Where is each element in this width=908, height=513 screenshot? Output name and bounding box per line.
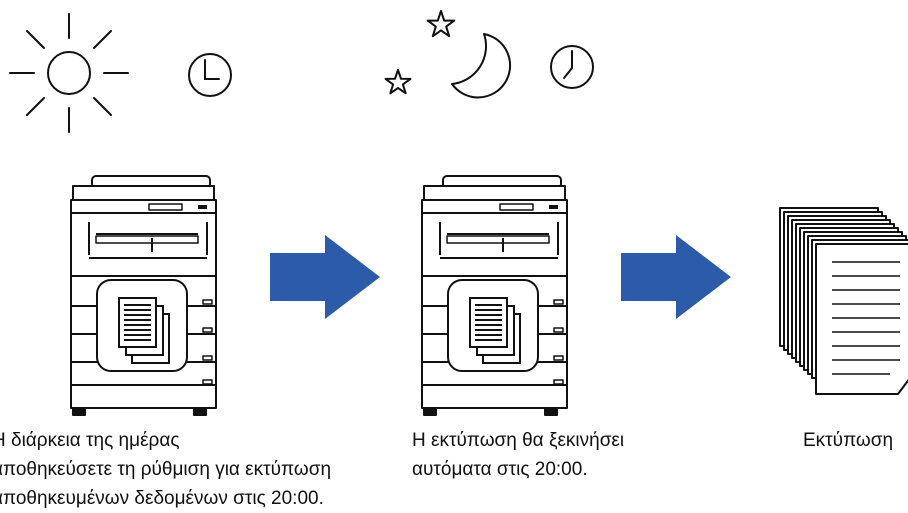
daytime-caption: Η διάρκεια της ημέρας αποθηκεύσετε τη ρύ… [0,426,331,513]
arrow-right-icon [270,235,380,319]
star-icon [384,69,412,95]
moon-icon [451,33,512,99]
arrow-right-icon [621,235,731,319]
sun-icon [9,13,129,133]
documents-icon [447,279,539,372]
automatic-caption: Η εκτύπωση θα ξεκινήσει αυτόματα στις 20… [412,426,624,484]
daytime-caption-line2: αποθηκεύσετε τη ρύθμιση για εκτύπωση [0,459,332,480]
result-caption: Εκτύπωση [803,426,893,455]
star-icon [426,10,456,38]
result-caption-line1: Εκτύπωση [803,430,894,451]
automatic-caption-line2: αυτόματα στις 20:00. [412,459,588,480]
documents-icon [96,279,188,372]
clock-icon [188,53,232,97]
clock-icon [550,45,594,89]
daytime-caption-line3: αποθηκευμένων δεδομένων στις 20:00. [0,488,324,509]
daytime-caption-line1: Η διάρκεια της ημέρας [0,430,180,451]
automatic-caption-line1: Η εκτύπωση θα ξεκινήσει [412,430,625,451]
printed-pages-icon [779,207,908,395]
